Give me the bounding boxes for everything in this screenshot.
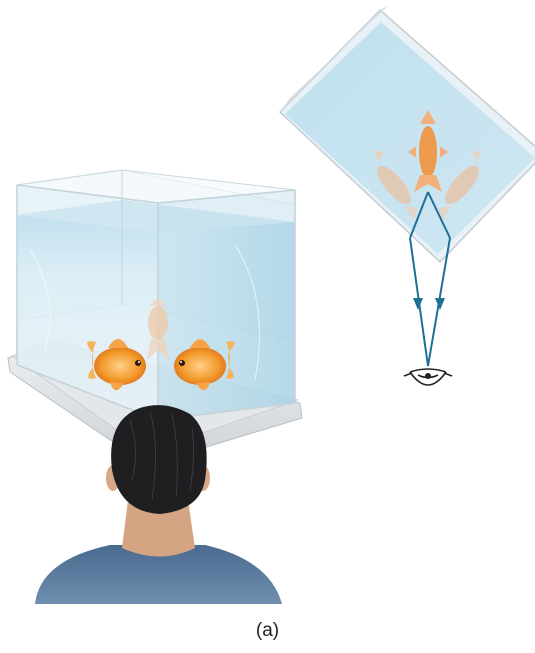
eye-pupil [425,373,431,379]
arrow-left [413,298,423,310]
arrow-right [435,298,445,310]
figure-caption: (a) [0,620,535,642]
tilted-tank-water [285,22,535,254]
hair [111,405,207,514]
ray-diagram [280,6,535,385]
right-side-water [158,222,295,420]
